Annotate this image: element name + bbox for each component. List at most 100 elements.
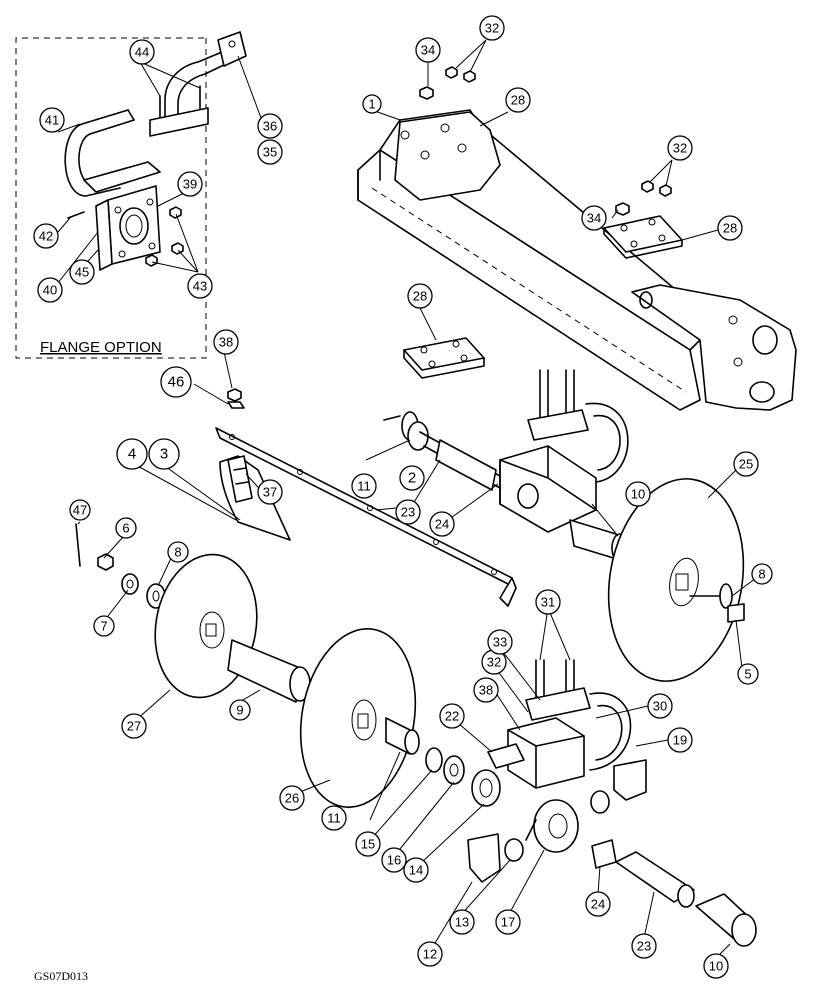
callout[interactable]: 43 bbox=[187, 273, 213, 299]
svg-text:42: 42 bbox=[39, 229, 53, 244]
flange-option-label: FLANGE OPTION bbox=[40, 339, 162, 356]
callout[interactable]: 15 bbox=[355, 831, 381, 857]
callout[interactable]: 37 bbox=[257, 479, 283, 505]
callout[interactable]: 11 bbox=[321, 805, 347, 831]
svg-text:34: 34 bbox=[421, 43, 435, 58]
callout[interactable]: 7 bbox=[93, 615, 115, 637]
svg-text:2: 2 bbox=[408, 470, 416, 487]
callout[interactable]: 38 bbox=[473, 677, 499, 703]
callout[interactable]: 38 bbox=[213, 329, 239, 355]
callout[interactable]: 27 bbox=[121, 713, 147, 739]
callout[interactable]: 36 bbox=[257, 113, 283, 139]
svg-text:38: 38 bbox=[479, 683, 493, 698]
svg-text:6: 6 bbox=[122, 521, 129, 536]
callout[interactable]: 47 bbox=[69, 499, 91, 521]
callout[interactable]: 34 bbox=[415, 37, 441, 63]
callout[interactable]: 6 bbox=[115, 517, 137, 539]
callout[interactable]: 40 bbox=[37, 277, 63, 303]
callout[interactable]: 14 bbox=[403, 857, 429, 883]
svg-text:27: 27 bbox=[127, 719, 141, 734]
callout[interactable]: 45 bbox=[69, 259, 95, 285]
svg-text:19: 19 bbox=[673, 733, 687, 748]
svg-text:5: 5 bbox=[744, 667, 751, 682]
callout[interactable]: 13 bbox=[449, 909, 475, 935]
svg-text:24: 24 bbox=[591, 897, 605, 912]
callout[interactable]: 44 bbox=[129, 39, 155, 65]
callout[interactable]: 41 bbox=[39, 107, 65, 133]
nuts bbox=[227, 66, 672, 409]
svg-text:35: 35 bbox=[263, 145, 277, 160]
svg-text:15: 15 bbox=[361, 837, 375, 852]
svg-text:13: 13 bbox=[455, 915, 469, 930]
callout[interactable]: 39 bbox=[177, 171, 203, 197]
svg-text:10: 10 bbox=[709, 959, 723, 974]
svg-text:39: 39 bbox=[183, 177, 197, 192]
svg-text:1: 1 bbox=[368, 97, 375, 112]
svg-text:24: 24 bbox=[435, 517, 449, 532]
callout[interactable]: 16 bbox=[381, 847, 407, 873]
callout[interactable]: 42 bbox=[33, 223, 59, 249]
callout[interactable]: 17 bbox=[495, 909, 521, 935]
svg-text:3: 3 bbox=[160, 446, 168, 463]
callout[interactable]: 46 bbox=[160, 366, 192, 398]
bottom-parts bbox=[467, 799, 757, 947]
plates bbox=[403, 215, 683, 379]
svg-text:45: 45 bbox=[75, 265, 89, 280]
callout[interactable]: 23 bbox=[395, 499, 421, 525]
callout[interactable]: 25 bbox=[733, 451, 759, 477]
callout[interactable]: 2 bbox=[399, 465, 425, 491]
lower-hanger bbox=[487, 659, 647, 814]
callout[interactable]: 12 bbox=[417, 941, 443, 967]
callout[interactable]: 24 bbox=[585, 891, 611, 917]
svg-text:32: 32 bbox=[485, 21, 499, 36]
callout[interactable]: 34 bbox=[581, 205, 607, 231]
svg-text:8: 8 bbox=[174, 545, 181, 560]
callout[interactable]: 19 bbox=[667, 727, 693, 753]
callout[interactable]: 11 bbox=[351, 473, 377, 499]
callout[interactable]: 10 bbox=[625, 481, 651, 507]
callout[interactable]: 32 bbox=[479, 15, 505, 41]
callout[interactable]: 23 bbox=[631, 933, 657, 959]
callout[interactable]: 28 bbox=[407, 283, 433, 309]
callout[interactable]: 4 bbox=[116, 438, 148, 470]
callout[interactable]: 33 bbox=[487, 629, 513, 655]
callout[interactable]: 5 bbox=[737, 663, 759, 685]
svg-text:46: 46 bbox=[168, 374, 185, 391]
svg-text:34: 34 bbox=[587, 211, 601, 226]
svg-text:17: 17 bbox=[501, 915, 515, 930]
upper-gang bbox=[383, 369, 745, 682]
svg-text:23: 23 bbox=[401, 505, 415, 520]
svg-text:30: 30 bbox=[653, 699, 667, 714]
flange-option-box: FLANGE OPTION bbox=[15, 37, 207, 359]
callout[interactable]: 24 bbox=[429, 511, 455, 537]
callout[interactable]: 28 bbox=[505, 87, 531, 113]
svg-text:41: 41 bbox=[45, 113, 59, 128]
svg-text:40: 40 bbox=[43, 283, 57, 298]
drawing-code: GS07D013 bbox=[34, 969, 88, 983]
callout[interactable]: 30 bbox=[647, 693, 673, 719]
callout[interactable]: 8 bbox=[167, 541, 189, 563]
callout[interactable]: 10 bbox=[703, 953, 729, 979]
callout[interactable]: 1 bbox=[362, 94, 382, 114]
svg-text:12: 12 bbox=[423, 947, 437, 962]
scraper-bar bbox=[215, 427, 517, 607]
svg-text:47: 47 bbox=[73, 503, 87, 518]
svg-text:43: 43 bbox=[193, 279, 207, 294]
svg-text:26: 26 bbox=[285, 791, 299, 806]
svg-text:4: 4 bbox=[128, 446, 136, 463]
callout[interactable]: 32 bbox=[481, 649, 507, 675]
callout[interactable]: 9 bbox=[229, 699, 251, 721]
callout[interactable]: 32 bbox=[667, 135, 693, 161]
callout[interactable]: 28 bbox=[717, 215, 743, 241]
flange-parts bbox=[64, 31, 247, 271]
callout[interactable]: 35 bbox=[257, 139, 283, 165]
callout[interactable]: 31 bbox=[535, 589, 561, 615]
callout[interactable]: 26 bbox=[279, 785, 305, 811]
lower-gang bbox=[75, 523, 501, 808]
svg-text:25: 25 bbox=[739, 457, 753, 472]
svg-text:44: 44 bbox=[135, 45, 149, 60]
callout[interactable]: 8 bbox=[751, 563, 773, 585]
callout[interactable]: 22 bbox=[439, 703, 465, 729]
callout[interactable]: 3 bbox=[148, 438, 180, 470]
